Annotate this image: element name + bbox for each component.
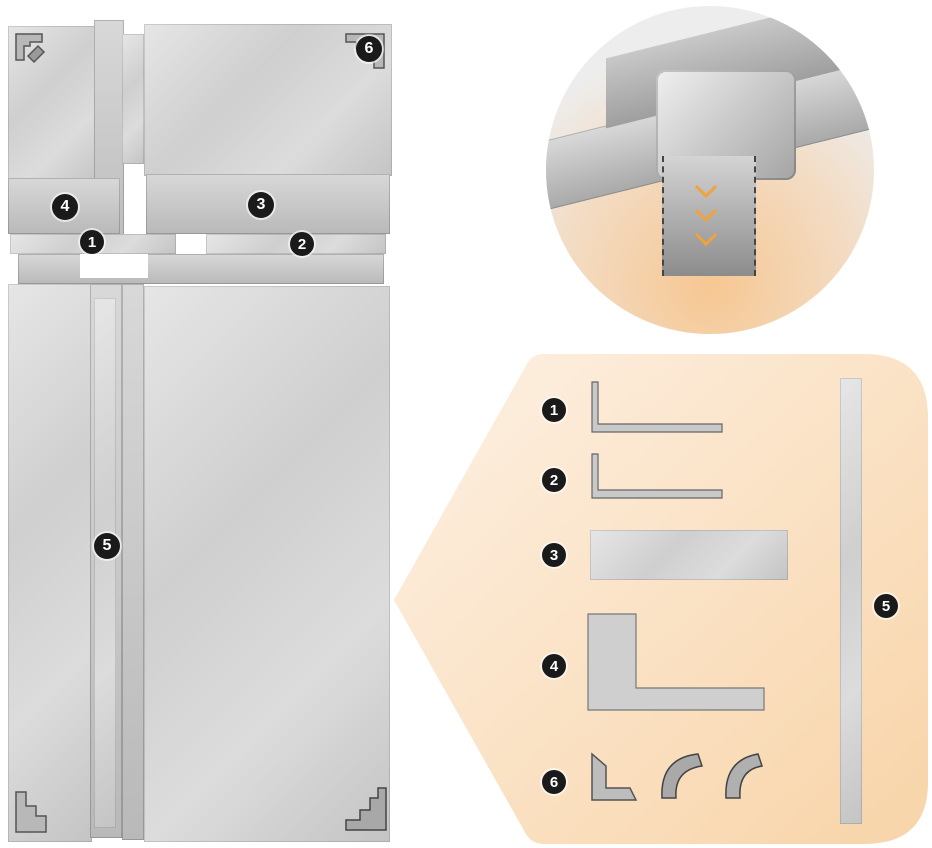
- middle-gap: [80, 254, 148, 278]
- badge-list-part-4: 4: [542, 654, 566, 678]
- panel-bottom-left: [8, 284, 92, 842]
- badge-list-part-5: 5: [874, 594, 898, 618]
- parts-callout-shape: [394, 354, 928, 844]
- part-2-image: [591, 453, 723, 499]
- corner-clip-icon: [15, 791, 47, 833]
- badge-part-2: 2: [290, 232, 314, 256]
- part-4-image: [587, 613, 765, 711]
- parts-list: 1 2 3 4 6 5: [530, 370, 930, 840]
- arrow-down-icon: [694, 184, 718, 198]
- panel-top-right: [144, 24, 392, 176]
- badge-list-part-6: 6: [542, 770, 566, 794]
- corner-clip-icon: [591, 752, 638, 801]
- strip-top-vertical-inner: [122, 34, 144, 164]
- part-5-image: [840, 378, 862, 824]
- strip-bottom-vertical: [122, 284, 144, 840]
- corner-clip-icon: [661, 753, 703, 799]
- badge-list-part-2: 2: [542, 468, 566, 492]
- arrow-down-icon: [694, 208, 718, 222]
- badge-list-part-3: 3: [542, 543, 566, 567]
- badge-part-3: 3: [248, 192, 274, 218]
- badge-part-4: 4: [52, 194, 78, 220]
- middle-band: [18, 254, 384, 284]
- part-3-image: [590, 530, 788, 580]
- assembled-frame: 6 4 3 1 2 5: [6, 18, 396, 844]
- corner-closeup: [546, 6, 874, 334]
- corner-clip-icon: [345, 787, 387, 831]
- corner-clip-icon: [725, 753, 763, 799]
- panel-bottom-right: [144, 286, 390, 842]
- badge-part-6: 6: [356, 36, 382, 62]
- arrow-down-icon: [694, 232, 718, 246]
- badge-part-5: 5: [94, 533, 120, 559]
- part-1-image: [591, 381, 723, 433]
- badge-part-1: 1: [80, 230, 104, 254]
- corner-clip-icon: [15, 33, 46, 64]
- badge-list-part-1: 1: [542, 398, 566, 422]
- part-5-strip-face: [94, 298, 116, 828]
